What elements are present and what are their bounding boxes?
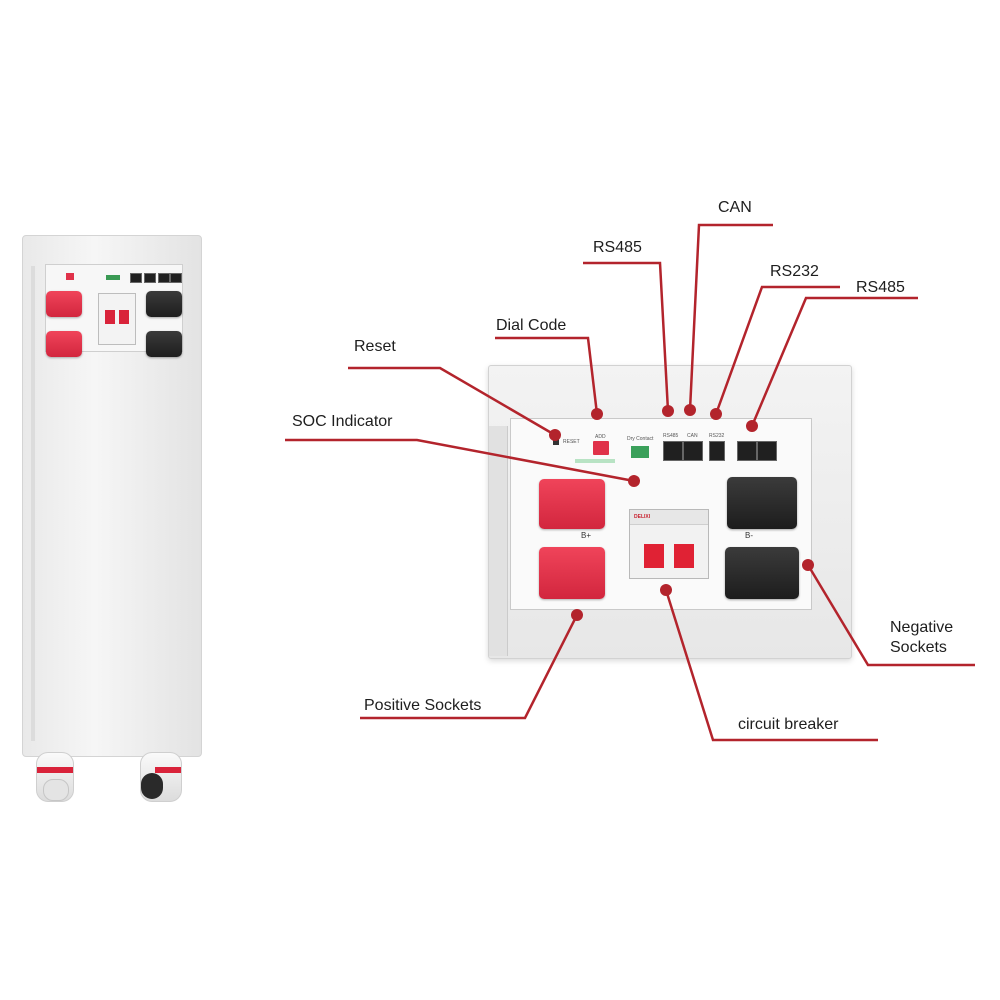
- cabinet-dry-contact: [106, 275, 120, 280]
- label-soc-indicator: SOC Indicator: [292, 413, 393, 430]
- cabinet-breaker: [98, 293, 136, 345]
- panel-left-flange: [489, 426, 508, 656]
- cabinet-negative-socket-bottom: [146, 331, 182, 357]
- breaker-toggle-right: [674, 544, 694, 568]
- rs485-port-left: [663, 441, 683, 461]
- cabinet-control-panel: [45, 264, 183, 357]
- can-port-marking: CAN: [687, 433, 698, 439]
- rs232-port-marking: RS232: [709, 433, 725, 439]
- panel-faceplate: RESET ADD Dry Contact RS485 CAN RS232 B+…: [510, 418, 812, 610]
- wheel-left: [36, 752, 74, 802]
- battery-cabinet: [22, 235, 202, 757]
- can-port: [683, 441, 703, 461]
- dry-contact-terminal: [631, 446, 649, 458]
- rs485-port-marking: RS485: [663, 433, 679, 439]
- label-positive-sockets: Positive Sockets: [364, 697, 482, 714]
- cabinet-port-1: [130, 273, 142, 283]
- addr-marking: ADD: [595, 434, 606, 440]
- cabinet-port-2: [144, 273, 156, 283]
- positive-socket-bottom: [539, 547, 605, 599]
- positive-socket-top: [539, 479, 605, 529]
- negative-socket-bottom: [725, 547, 799, 599]
- dry-contact-marking: Dry Contact: [627, 436, 654, 442]
- rs485-port-right-a: [737, 441, 757, 461]
- cabinet-side-strip: [31, 266, 35, 741]
- label-reset: Reset: [354, 338, 396, 355]
- cabinet-port-3: [158, 273, 170, 283]
- reset-button: [553, 439, 559, 445]
- reset-marking: RESET: [563, 439, 580, 445]
- label-rs485-right: RS485: [856, 279, 905, 296]
- label-rs485-left: RS485: [593, 239, 642, 256]
- cabinet-positive-socket-bottom: [46, 331, 82, 357]
- breaker-toggle-left: [644, 544, 664, 568]
- negative-socket-top: [727, 477, 797, 529]
- cabinet-dial-switch: [66, 273, 74, 280]
- dial-code-switch: [593, 441, 609, 455]
- soc-indicator-leds: [575, 459, 615, 463]
- wheel-right: [140, 752, 182, 802]
- label-dial-code: Dial Code: [496, 317, 567, 334]
- label-negative-sockets-line2: Sockets: [890, 639, 947, 656]
- cabinet-port-4: [170, 273, 182, 283]
- b-minus-marking: B-: [745, 531, 753, 540]
- label-negative-sockets-line1: Negative: [890, 619, 954, 636]
- cabinet-negative-socket-top: [146, 291, 182, 317]
- rs232-port: [709, 441, 725, 461]
- breaker-brand: DELIXI: [634, 514, 651, 520]
- label-can: CAN: [718, 199, 752, 216]
- label-circuit-breaker: circuit breaker: [738, 716, 839, 733]
- b-plus-marking: B+: [581, 531, 592, 540]
- circuit-breaker: DELIXI: [629, 509, 709, 579]
- cabinet-positive-socket-top: [46, 291, 82, 317]
- label-rs232: RS232: [770, 263, 819, 280]
- rs485-port-right-b: [757, 441, 777, 461]
